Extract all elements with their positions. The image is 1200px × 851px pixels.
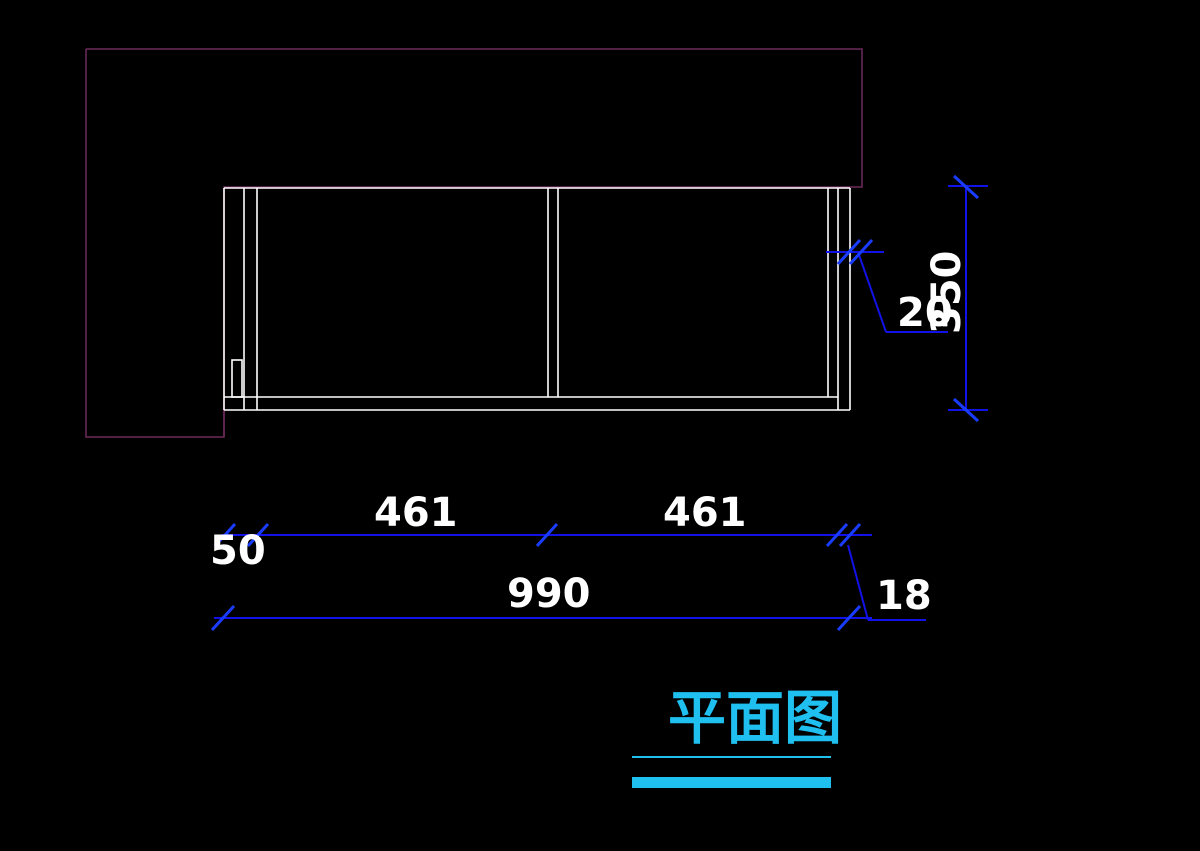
dim-label-segment-1: 461 bbox=[374, 490, 458, 536]
dim-label-depth: 350 bbox=[924, 251, 970, 335]
drawing-title: 平面图 bbox=[668, 684, 842, 752]
title-underline-thick bbox=[632, 777, 831, 788]
wall-outline bbox=[85, 48, 863, 438]
dim-label-segment-2: 461 bbox=[663, 490, 747, 536]
dim-label-panel-thickness: 18 bbox=[876, 573, 932, 619]
dim-label-overall-width: 990 bbox=[507, 571, 591, 617]
dimension-lines bbox=[214, 185, 988, 621]
cabinet bbox=[223, 187, 851, 411]
dim-label-left-end: 50 bbox=[210, 528, 266, 574]
dim-label-front-offset: 20 bbox=[897, 290, 953, 336]
dimension-ticks bbox=[210, 174, 980, 632]
